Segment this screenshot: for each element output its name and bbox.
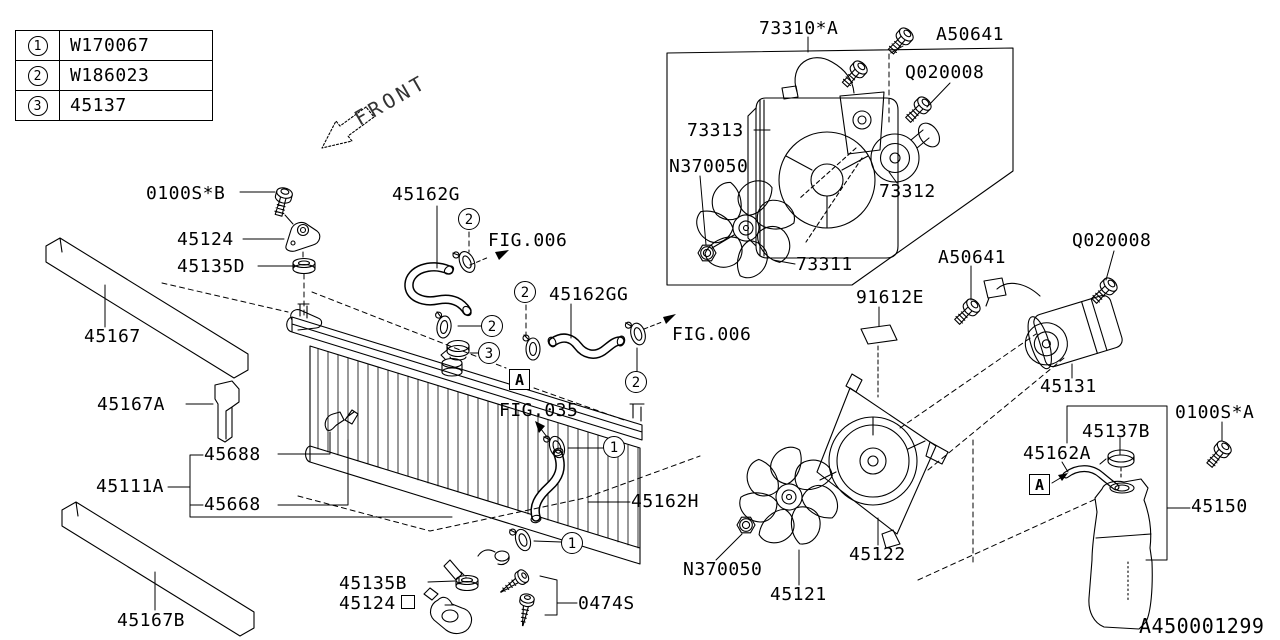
bar-45167B [61, 501, 255, 637]
part-label-Q020008-b: Q020008 [1072, 230, 1152, 251]
part-label-45135D: 45135D [177, 256, 246, 277]
clamp-icon [432, 311, 454, 340]
part-label-45122: 45122 [849, 544, 906, 565]
fig-ref-006-b: FIG.006 [672, 324, 752, 345]
part-label-45124-lower: 45124 [339, 593, 415, 614]
part-label-45111A: 45111A [96, 476, 165, 497]
hose-45162H [530, 447, 565, 524]
fan-shroud-45122 [816, 373, 949, 549]
bolt-icon [838, 57, 871, 91]
clamp-icon [522, 334, 541, 361]
legend-row: 2 W186023 [16, 61, 212, 91]
construction-lines [161, 45, 1099, 581]
radiator-45111A [286, 303, 645, 585]
callout-3-icon: 3 [478, 342, 500, 364]
part-label-Q020008-a: Q020008 [905, 62, 985, 83]
part-label-45668: 45668 [204, 494, 261, 515]
clamp-icon [508, 523, 534, 555]
bolt-0100SB-icon [270, 185, 295, 218]
bolt-A50641-icon [884, 24, 917, 58]
radiator-cap-45137 [440, 339, 470, 361]
label-sticker-91612E [860, 324, 898, 345]
part-label-73311: 73311 [796, 254, 853, 275]
bolt-A50641-icon [950, 295, 984, 329]
part-label-45167: 45167 [84, 326, 141, 347]
fig-ref-035: FIG.035 [499, 400, 579, 421]
part-label-45162H: 45162H [631, 491, 700, 512]
part-label-0100SA: 0100S*A [1175, 402, 1255, 423]
bar-45167 [45, 237, 249, 379]
legend-part-code: 45137 [70, 95, 127, 116]
leader-lines [104, 36, 1223, 616]
legend-row: 3 45137 [16, 91, 212, 120]
square-marker-icon [400, 595, 415, 609]
reservoir-45150 [1088, 478, 1153, 630]
clamp-icon [624, 318, 649, 348]
part-label-0100SB: 0100S*B [146, 183, 226, 204]
part-label-A50641-b: A50641 [938, 247, 1007, 268]
legend-part-code: W186023 [70, 65, 150, 86]
part-label-N370050-a: N370050 [669, 156, 749, 177]
part-label-0474S: 0474S [578, 593, 635, 614]
callout-2-icon: 2 [625, 371, 647, 393]
part-label-73310A: 73310*A [759, 18, 839, 39]
bolt-Q020008-icon [901, 93, 935, 127]
view-marker-a: A [1029, 474, 1050, 495]
part-label-45150: 45150 [1191, 496, 1248, 517]
clamp-icon [451, 245, 479, 277]
callout-1-icon: 1 [561, 532, 583, 554]
hose-45162GG [547, 333, 626, 359]
view-marker-a: A [509, 369, 530, 390]
part-label-91612E: 91612E [856, 287, 925, 308]
part-label-45137B: 45137B [1082, 421, 1151, 442]
part-label-45135B: 45135B [339, 573, 408, 594]
diagram-id: A450001299 [1139, 614, 1265, 638]
callout-1-icon: 1 [27, 35, 48, 56]
hose-45162G [404, 262, 472, 317]
legend-table: 1 W170067 2 W186023 3 45137 [15, 30, 213, 121]
bolt-0100SA-icon [1202, 437, 1235, 471]
grommet-45135D [292, 257, 316, 275]
fig-ref-006-a: FIG.006 [488, 230, 568, 251]
part-label-73312: 73312 [879, 181, 936, 202]
legend-row: 1 W170067 [16, 31, 212, 61]
part-label-45167A: 45167A [97, 394, 166, 415]
part-label-45124-text: 45124 [339, 593, 396, 614]
fan-motor-45131 [983, 277, 1123, 370]
front-arrow-icon [321, 106, 375, 149]
part-label-45162A: 45162A [1023, 443, 1092, 464]
fig-arrowheads [495, 250, 1068, 481]
fan-module-73310A [666, 47, 1014, 289]
part-label-45121: 45121 [770, 584, 827, 605]
part-label-45167B: 45167B [117, 610, 186, 631]
part-label-N370050-b: N370050 [683, 559, 763, 580]
bolt-Q020008-icon [1087, 274, 1121, 308]
part-label-45131: 45131 [1040, 376, 1097, 397]
part-label-73313: 73313 [687, 120, 744, 141]
hose-45162A [1062, 465, 1120, 491]
part-label-45688: 45688 [204, 444, 261, 465]
callout-2-icon: 2 [458, 208, 480, 230]
callout-2-icon: 2 [27, 65, 48, 86]
part-label-45124-upper: 45124 [177, 229, 234, 250]
part-label-45162G: 45162G [392, 184, 461, 205]
legend-part-code: W170067 [70, 35, 150, 56]
part-label-45162GG: 45162GG [549, 284, 629, 305]
nut-N370050-icon [736, 516, 756, 534]
part-label-A50641-a: A50641 [936, 24, 1005, 45]
callout-3-icon: 3 [27, 95, 48, 116]
screw-0474S-icon [515, 592, 536, 628]
bracket-45167A [214, 380, 240, 443]
reservoir-cap-45137B [1099, 449, 1135, 481]
bracket-45124-upper [285, 221, 321, 252]
screw-0474S-icon [496, 567, 532, 599]
callout-2-icon: 2 [514, 281, 536, 303]
bracket-45124-lower [423, 587, 473, 635]
callout-2-icon: 2 [481, 315, 503, 337]
callout-1-icon: 1 [603, 436, 625, 458]
